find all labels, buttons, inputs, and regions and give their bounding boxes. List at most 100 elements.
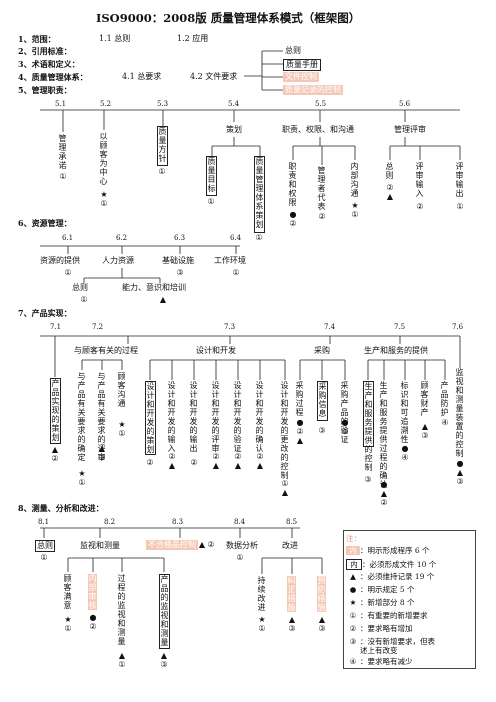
s7-production-control: 生产和服务提供的控制 xyxy=(363,381,374,472)
mark: ▲ xyxy=(159,295,167,304)
mark: ▲ xyxy=(421,422,429,431)
s7-g4: 生产和服务的提供 xyxy=(364,346,428,355)
s5-label: 5、管理职责： xyxy=(18,85,72,95)
s7-n2: 7.2 xyxy=(92,323,104,331)
s1-b: 1.2 应用 xyxy=(177,34,209,43)
s5-objectives: 质量目标 xyxy=(206,156,217,196)
s5-mgmt-rep: 管理者代表 xyxy=(317,166,326,211)
legend-row-decrease: ④：要求略有减少 xyxy=(349,657,413,666)
s5-internal-comm: 内部沟通 xyxy=(350,162,359,198)
s7-process-validation: 生产和服务提供过程的确认 xyxy=(379,381,388,489)
mark: ② xyxy=(256,452,264,461)
mark: ① xyxy=(80,295,88,304)
s6-env: 工作环境 xyxy=(214,256,246,265)
mark: ① xyxy=(64,624,72,633)
s7-n4: 7.4 xyxy=(324,323,336,331)
mark: ① xyxy=(78,478,86,487)
legend-row-document: 内：必须形成文件 10 个 xyxy=(346,559,436,570)
s5-n1: 5.1 xyxy=(55,100,67,108)
mark: ▲ xyxy=(160,651,168,660)
doc-general: 总则 xyxy=(285,46,301,55)
s8-internal-audit: 内部审核 xyxy=(88,574,97,610)
mark: ② xyxy=(51,454,59,463)
s8-general: 总则 xyxy=(35,540,55,552)
s7-n5: 7.5 xyxy=(394,323,406,331)
s8-n5: 8.5 xyxy=(286,518,298,526)
mark: ▲ xyxy=(168,461,176,470)
s5-policy: 质量方针 xyxy=(157,126,168,166)
s5-authority: 职责和权限 xyxy=(288,162,297,207)
s7-traceability: 标识和可追溯性 xyxy=(400,381,409,444)
mark: ④ xyxy=(441,418,449,427)
mark: ① xyxy=(255,233,263,242)
s5-n4: 5.4 xyxy=(228,100,240,108)
mark: ▲ xyxy=(256,461,264,470)
s3-label: 3、术语和定义： xyxy=(18,59,80,69)
mark: ★ xyxy=(118,420,126,429)
mark: ▲ xyxy=(98,444,106,453)
legend-pink-swatch: 内 xyxy=(346,546,360,555)
mark: ② xyxy=(234,452,242,461)
legend-row-new: ★：新增部分 8 个 xyxy=(349,598,415,607)
mark: ① xyxy=(236,553,244,562)
s7-dd-output: 设计和开发的输出 xyxy=(189,381,198,453)
doc-control: 文件控制 xyxy=(283,72,319,82)
mark: ① xyxy=(118,429,126,438)
mark: ③ xyxy=(176,268,184,277)
s8-corrective: 纠正措施 xyxy=(287,576,296,612)
s7-dd-planning: 设计和开发的策划 xyxy=(145,381,156,455)
mark: ▲ xyxy=(318,615,326,624)
mark: ① xyxy=(40,553,48,562)
legend-row-procedure: 内：明示形成程序 6 个 xyxy=(346,546,430,555)
legend-row-unchanged: ③：没有新增要求，但表 xyxy=(349,637,435,646)
s6-n1: 6.1 xyxy=(62,234,74,242)
legend-box-swatch: 内 xyxy=(346,559,362,570)
s8-analysis: 数据分析 xyxy=(226,541,258,550)
s6-label: 6、资源管理： xyxy=(18,218,72,228)
mark: ① xyxy=(351,210,359,219)
mark: ① xyxy=(456,202,464,211)
mark: ① xyxy=(100,199,108,208)
mark: ▲ xyxy=(281,488,289,497)
s8-process-monitoring: 过程的监视和测量 xyxy=(117,574,126,646)
legend-row-explicit: ●：明示规定 5 个 xyxy=(349,585,415,594)
s7-customer-property: 顾客财产 xyxy=(420,381,429,417)
s7-n3: 7.3 xyxy=(224,323,236,331)
legend: 注： 内：明示形成程序 6 个 内：必须形成文件 10 个 ▲：必须维持记录 1… xyxy=(343,530,476,669)
s8-n4: 8.4 xyxy=(234,518,246,526)
mark: ③ xyxy=(341,427,349,436)
s7-label: 7、产品实现： xyxy=(18,308,72,318)
s5-qms-planning: 质量管理体系策划 xyxy=(254,156,265,233)
doc-manual: 质量手册 xyxy=(283,59,321,71)
s4-a: 4.1 总要求 xyxy=(122,72,162,81)
mark: ★ xyxy=(258,615,266,624)
s8-n1: 8.1 xyxy=(38,518,50,526)
mark: ▲ xyxy=(212,461,220,470)
mark: ② xyxy=(380,498,388,507)
s8-product-monitoring: 产品的监视和测量 xyxy=(159,574,170,649)
mark: ① xyxy=(64,268,72,277)
mark: ① xyxy=(258,624,266,633)
mark: ① xyxy=(281,479,289,488)
s8-n2: 8.2 xyxy=(104,518,116,526)
mark: ③ xyxy=(288,624,296,633)
mark: ▲ xyxy=(118,651,126,660)
s7-customer-comm: 顾客沟通 xyxy=(117,372,126,408)
legend-row-important: ①：有重要的新增要求 xyxy=(349,611,428,620)
s7-purchase-info: 采购信息 xyxy=(317,381,328,421)
s7-planning: 产品实现的策划 xyxy=(50,378,61,444)
s6-competence: 能力、意识和培训 xyxy=(122,283,186,292)
s6-infra: 基础设施 xyxy=(162,256,194,265)
mark: ▲ xyxy=(296,436,304,445)
s8-nonconforming: 不合格品控制 xyxy=(146,540,198,550)
legend-row-unchanged-cont: 述上有改变 xyxy=(360,646,398,655)
s4-b: 4.2 文件要求 xyxy=(190,72,238,81)
s5-review-input: 评审输入 xyxy=(415,162,424,198)
mark: ● xyxy=(380,480,388,489)
mark: ▲ xyxy=(380,489,388,498)
mark: ● xyxy=(401,444,409,453)
mark: ② xyxy=(89,622,97,631)
s5-review: 管理评审 xyxy=(394,125,426,134)
s5-n6: 5.6 xyxy=(399,100,411,108)
